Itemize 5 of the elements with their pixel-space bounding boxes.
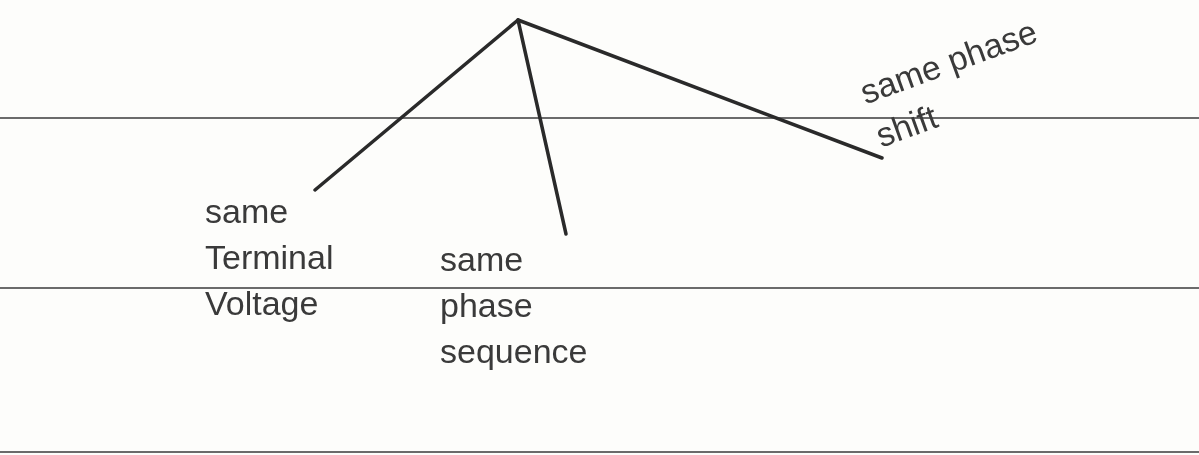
handwritten-label: same phase sequence — [440, 239, 589, 372]
branch-line — [516, 18, 884, 160]
handwritten-label: same Terminal Voltage — [205, 191, 335, 324]
handwritten-label: same phase shift — [853, 10, 1043, 157]
branch-line — [313, 18, 520, 192]
